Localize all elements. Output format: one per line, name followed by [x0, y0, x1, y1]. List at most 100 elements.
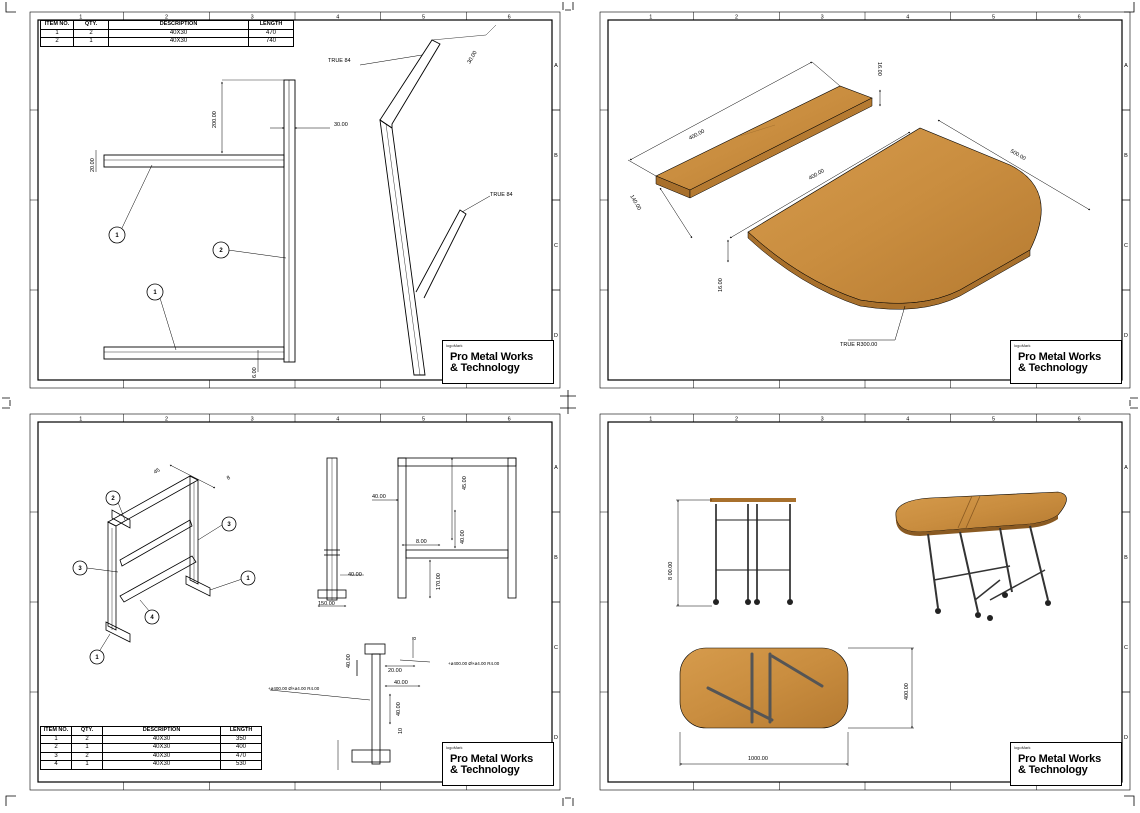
bom-cell: 2 [40, 743, 72, 753]
zone-row-label: D [1124, 735, 1128, 741]
bom-header: ITEM NO. [40, 726, 72, 736]
s3-dim-j: 150.00 [318, 601, 335, 607]
sheet1-bom-table: ITEM NO. QTY. DESCRIPTION LENGTH 1 2 40X… [40, 20, 294, 47]
bom-header: LENGTH [220, 726, 262, 736]
zone-col-label: 6 [508, 417, 511, 423]
bom-cell: 740 [248, 37, 294, 47]
s3-dim-g: 40.00 [348, 572, 362, 578]
s3-balloon-3a: 3 [78, 566, 82, 572]
zone-col-label: 1 [649, 15, 652, 21]
company-name: Pro Metal Works& Technology [1018, 753, 1101, 776]
s1-balloon-2: 2 [219, 248, 223, 254]
zone-row-label: A [1124, 63, 1128, 69]
sheet3-balloons [72, 490, 256, 665]
s1-balloon-1b: 1 [153, 290, 157, 296]
bom-cell: 40X30 [108, 37, 249, 47]
s3-hole-note-a: +ø400.00 Ø×ø4.00 R4.00 [448, 661, 500, 666]
s3-dim-d: 40.00 [372, 494, 386, 500]
bom-header: DESCRIPTION [108, 20, 249, 30]
zone-row-label: C [1124, 243, 1128, 249]
zone-row-label: D [1124, 333, 1128, 339]
zone-row-label: A [554, 63, 558, 69]
zone-col-label: 5 [992, 417, 995, 423]
zone-col-label: 5 [422, 417, 425, 423]
bom-cell: 1 [40, 734, 72, 744]
s1-dim-6: 6.00 [252, 367, 258, 378]
zone-col-label: 1 [649, 417, 652, 423]
s2-radius: TRUE R300.00 [840, 342, 877, 348]
s2-w1: 140.00 [628, 194, 642, 212]
sheet3-bom-table: ITEM NO. QTY. DESCRIPTION LENGTH 1 2 40X… [40, 726, 262, 770]
brand-mark: logoMark [1014, 745, 1031, 750]
bom-cell: 1 [73, 37, 109, 47]
bom-header: LENGTH [248, 20, 294, 30]
zone-col-label: 4 [906, 417, 909, 423]
s3-dim-o: 10 [398, 728, 404, 734]
s4-depth: 400.00 [904, 683, 910, 700]
bom-cell: 400 [220, 743, 262, 753]
s4-height: 8 00.00 [668, 562, 674, 580]
zone-col-label: 3 [251, 15, 254, 21]
bom-cell: 2 [71, 734, 103, 744]
table-row: 2 1 40X30 400 [40, 743, 262, 753]
s3-dim-p: 8 [412, 637, 418, 640]
bom-cell: 2 [40, 37, 74, 47]
bom-cell: 40X30 [102, 760, 221, 770]
brand-mark: logoMark [1014, 343, 1031, 348]
sheet4-drawing [676, 491, 1067, 766]
zone-col-label: 3 [821, 417, 824, 423]
zone-col-label: 2 [165, 15, 168, 21]
zone-col-label: 1 [79, 15, 82, 21]
bom-cell: 40X30 [102, 743, 221, 753]
zone-col-label: 3 [821, 15, 824, 21]
s3-dim-e: 40.00 [460, 530, 466, 544]
s1-balloon-1a: 1 [115, 233, 119, 239]
sheet1-drawing [95, 24, 497, 376]
table-row: 1 2 40X30 470 [40, 28, 294, 38]
s2-thk1: 16.00 [876, 62, 882, 76]
bom-cell: 40X30 [102, 751, 221, 761]
sheet2-drawing [627, 61, 1091, 341]
zone-col-label: 4 [906, 15, 909, 21]
table-row: 2 1 40X30 740 [40, 37, 294, 47]
s1-true84-b: TRUE 84 [490, 192, 513, 198]
s1-dim-20: 20.00 [90, 158, 96, 172]
table-row: 4 1 40X30 530 [40, 760, 262, 770]
bom-header-row: ITEM NO. QTY. DESCRIPTION LENGTH [40, 726, 262, 736]
bom-cell: 40X30 [102, 734, 221, 744]
sheet3-drawing [86, 457, 517, 770]
s3-dim-a: 45 [153, 467, 161, 475]
zone-col-label: 2 [735, 15, 738, 21]
s1-dim-30b: 30.00 [467, 50, 479, 65]
zone-col-label: 2 [735, 417, 738, 423]
zone-row-label: D [554, 735, 558, 741]
bom-header: QTY. [71, 726, 103, 736]
sheet1-balloons [108, 226, 230, 301]
zone-col-label: 5 [422, 15, 425, 21]
table-row: 3 2 40X30 470 [40, 751, 262, 761]
zone-row-label: B [1124, 153, 1128, 159]
s3-balloon-4: 4 [150, 615, 154, 621]
s2-len1: 400.00 [688, 129, 706, 142]
s3-hole-note-b: +ø400.00 Ø×ø4.00 R4.00 [268, 686, 320, 691]
zone-row-label: B [554, 153, 558, 159]
zone-row-label: C [1124, 645, 1128, 651]
bom-cell: 530 [220, 760, 262, 770]
bom-cell: 470 [248, 28, 294, 38]
bom-header: DESCRIPTION [102, 726, 221, 736]
company-name: Pro Metal Works& Technology [450, 351, 533, 374]
s3-dim-f: 8.00 [416, 539, 427, 545]
s3-balloon-3b: 3 [227, 522, 231, 528]
bom-cell: 4 [40, 760, 72, 770]
zone-col-label: 1 [79, 417, 82, 423]
s2-thk2: 16.00 [718, 278, 724, 292]
s2-len2: 400.00 [808, 168, 826, 182]
brand-mark: logoMark [446, 745, 463, 750]
table-row: 1 2 40X30 350 [40, 734, 262, 744]
brand-mark: logoMark [446, 343, 463, 348]
bom-cell: 1 [71, 760, 103, 770]
bom-cell: 40X30 [108, 28, 249, 38]
sheet4-title-block: logoMark Pro Metal Works& Technology [1010, 742, 1122, 786]
bom-cell: 3 [40, 751, 72, 761]
